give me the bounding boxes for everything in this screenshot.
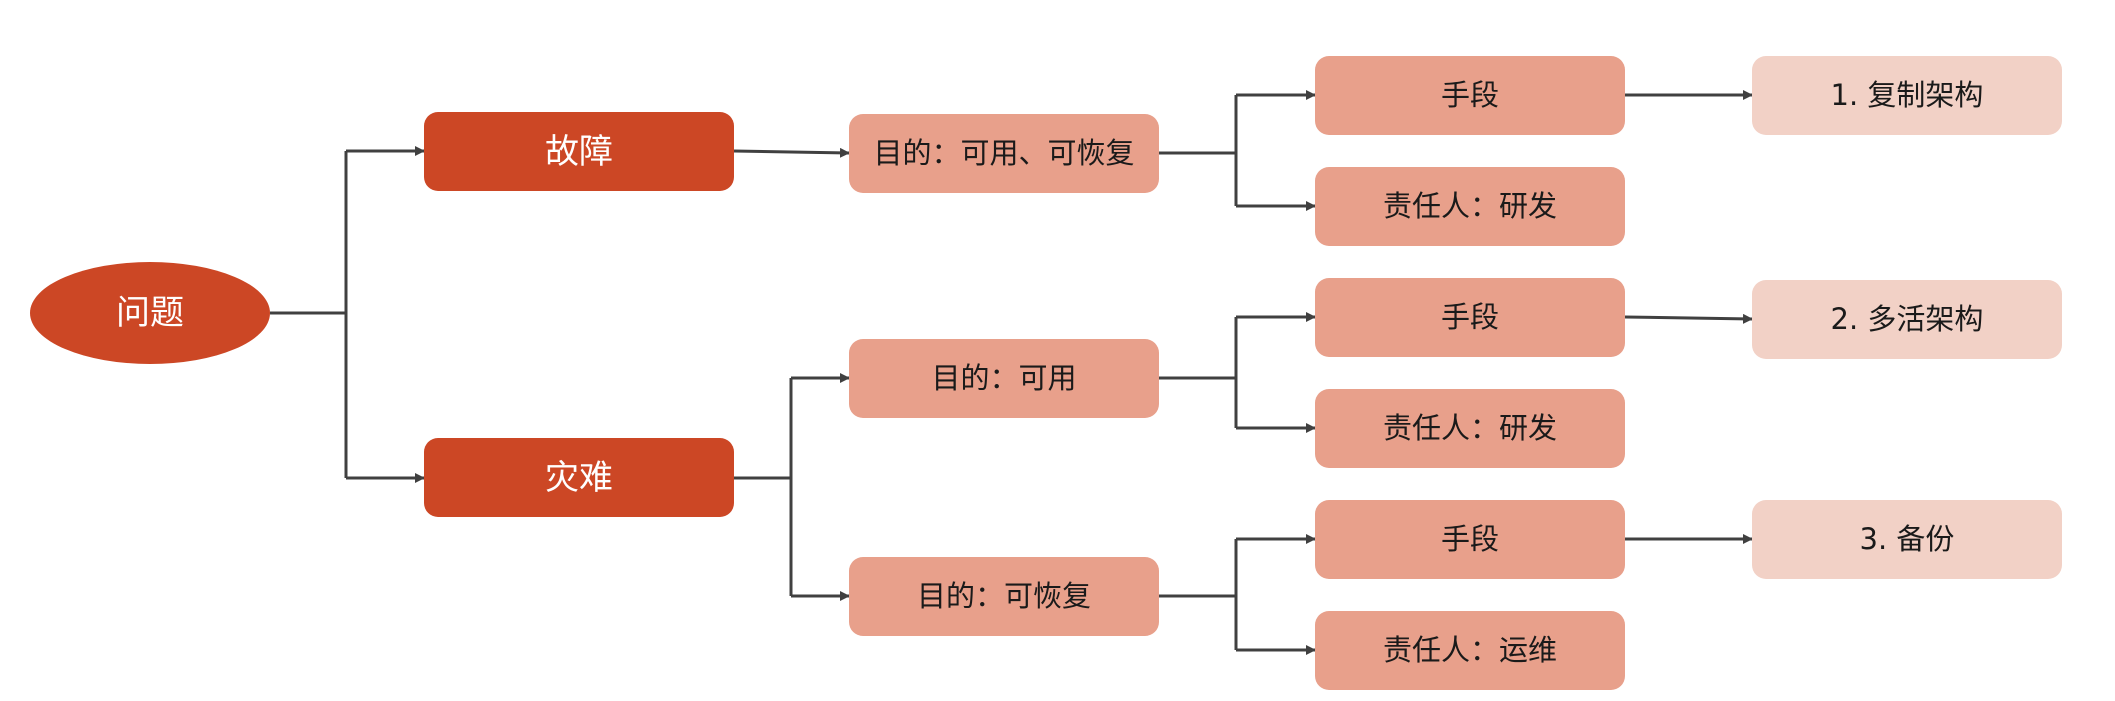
- node-means-2-label: 手段: [1440, 300, 1499, 334]
- node-goal-recoverable-label: 目的：可恢复: [916, 579, 1091, 613]
- node-solution-1: 1. 复制架构: [1752, 56, 2062, 135]
- node-owner-2-label: 责任人：研发: [1382, 411, 1557, 445]
- connector-fault-to-goal: [733, 147, 850, 158]
- node-owner-2: 责任人：研发: [1315, 389, 1625, 468]
- connector-means-2-to-solution-2: [1624, 313, 1753, 324]
- node-solution-3-label: 3. 备份: [1859, 522, 1955, 556]
- node-fault-label: 故障: [545, 131, 613, 172]
- node-solution-2-label: 2. 多活架构: [1830, 302, 1984, 336]
- node-disaster: 灾难: [424, 438, 734, 517]
- node-fault: 故障: [424, 112, 734, 191]
- root-node-problem: 问题: [30, 262, 270, 364]
- node-goal-available: 目的：可用: [849, 339, 1159, 418]
- node-means-3: 手段: [1315, 500, 1625, 579]
- node-goal-available-label: 目的：可用: [931, 361, 1077, 395]
- node-goal-fault-label: 目的：可用、可恢复: [873, 136, 1135, 170]
- node-disaster-label: 灾难: [545, 457, 613, 498]
- node-owner-3-label: 责任人：运维: [1382, 633, 1557, 667]
- node-solution-2: 2. 多活架构: [1752, 280, 2062, 359]
- node-owner-3: 责任人：运维: [1315, 611, 1625, 690]
- node-solution-3: 3. 备份: [1752, 500, 2062, 579]
- node-goal-recoverable: 目的：可恢复: [849, 557, 1159, 636]
- node-means-1: 手段: [1315, 56, 1625, 135]
- node-solution-1-label: 1. 复制架构: [1830, 78, 1984, 112]
- node-means-1-label: 手段: [1440, 78, 1499, 112]
- node-owner-1: 责任人：研发: [1315, 167, 1625, 246]
- node-owner-1-label: 责任人：研发: [1382, 189, 1557, 223]
- node-means-2: 手段: [1315, 278, 1625, 357]
- root-node-label: 问题: [116, 293, 184, 333]
- node-goal-fault: 目的：可用、可恢复: [849, 114, 1159, 193]
- node-means-3-label: 手段: [1440, 522, 1499, 556]
